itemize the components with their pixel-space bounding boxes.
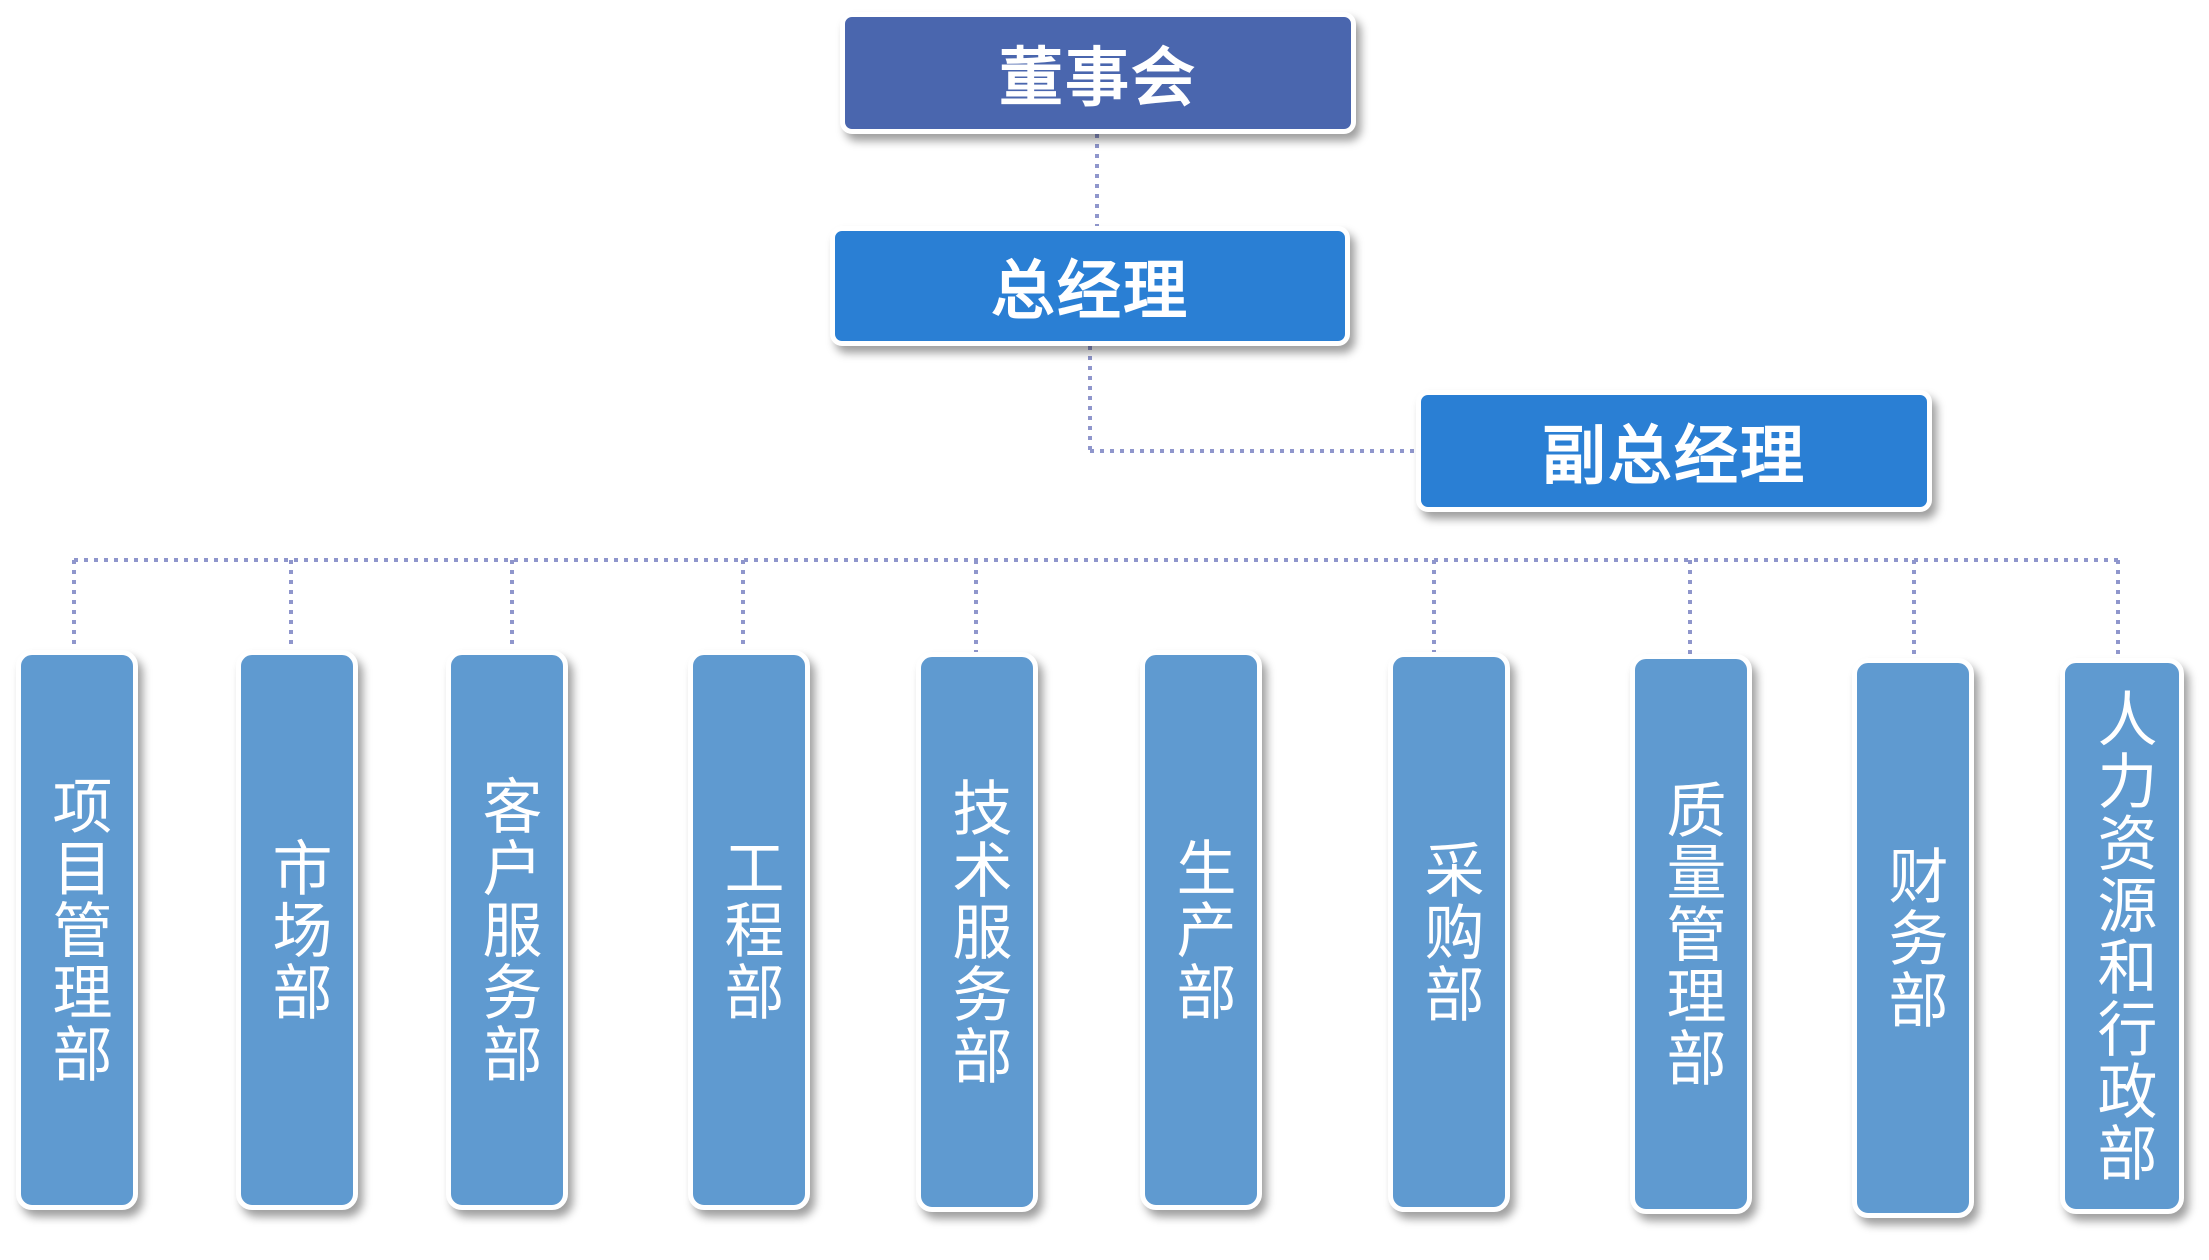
department-box-finance: 财务部 (1852, 658, 1974, 1218)
department-label: 市场部 (262, 837, 332, 1023)
department-box-hr-administration: 人力资源和行政部 (2060, 658, 2184, 1214)
department-box-marketing: 市场部 (236, 650, 358, 1210)
department-label: 生产部 (1166, 837, 1236, 1023)
department-box-engineering: 工程部 (688, 650, 810, 1210)
deputy-general-manager-label: 副总经理 (1542, 420, 1806, 494)
board-label: 董事会 (999, 42, 1197, 116)
department-label: 人力资源和行政部 (2087, 688, 2157, 1184)
department-label: 技术服务部 (942, 777, 1012, 1087)
general-manager-box: 总经理 (830, 226, 1350, 346)
deputy-general-manager-box: 副总经理 (1416, 390, 1932, 512)
department-box-technical-service: 技术服务部 (916, 652, 1038, 1212)
department-box-quality-management: 质量管理部 (1630, 654, 1752, 1214)
department-label: 客户服务部 (472, 775, 542, 1085)
general-manager-label: 总经理 (991, 255, 1189, 329)
department-label: 采购部 (1414, 839, 1484, 1025)
board-box: 董事会 (840, 12, 1356, 134)
department-label: 项目管理部 (42, 775, 112, 1085)
department-box-production: 生产部 (1140, 650, 1262, 1210)
department-box-project-management: 项目管理部 (16, 650, 138, 1210)
department-label: 工程部 (714, 837, 784, 1023)
department-label: 质量管理部 (1656, 779, 1726, 1089)
department-box-customer-service: 客户服务部 (446, 650, 568, 1210)
department-box-procurement: 采购部 (1388, 652, 1510, 1212)
department-label: 财务部 (1878, 845, 1948, 1031)
